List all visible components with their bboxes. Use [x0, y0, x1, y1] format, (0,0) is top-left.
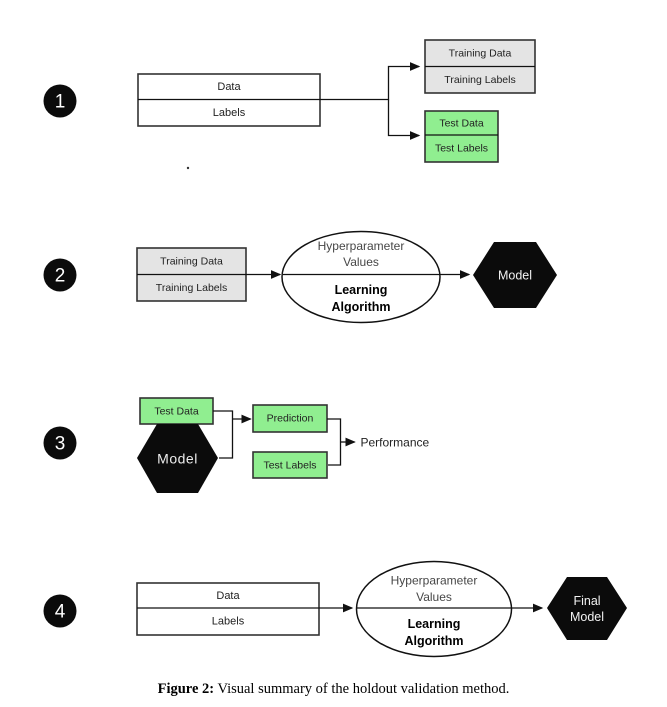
final-label: Final	[573, 594, 600, 608]
training-labels-label: Training Labels	[156, 282, 227, 294]
prediction-label: Prediction	[267, 413, 314, 425]
model-label: Model	[157, 451, 198, 467]
data-row-label: Data	[216, 590, 240, 602]
step-3-number: 3	[55, 434, 66, 455]
step-3: 3 Test Data Model Prediction Test Labels…	[43, 397, 430, 493]
labels-row-label: Labels	[213, 107, 246, 119]
split-arrow-training	[320, 62, 421, 101]
algorithm-label: Algorithm	[404, 634, 463, 648]
data-labels-box	[136, 582, 320, 636]
figure-caption-text: Visual summary of the holdout validation…	[214, 681, 510, 697]
step-4-number: 4	[55, 602, 66, 623]
model-hexagon	[137, 424, 218, 493]
test-set-box	[424, 110, 499, 163]
test-labels-label: Test Labels	[435, 143, 488, 155]
step-2-badge	[43, 258, 77, 292]
learning-algorithm-ellipse	[355, 560, 513, 658]
values-label: Values	[343, 255, 379, 269]
step-1-number: 1	[55, 92, 66, 113]
learning-label: Learning	[408, 617, 461, 631]
training-data-label: Training Data	[449, 48, 512, 60]
stray-dot	[186, 166, 190, 170]
step-4: 4 Data Labels Hyperparameter Values Lear…	[43, 560, 627, 658]
step-1-badge	[43, 84, 77, 118]
split-arrow-test	[387, 99, 421, 140]
hyperparameter-label: Hyperparameter	[391, 574, 478, 588]
test-labels-label: Test Labels	[263, 460, 316, 472]
step-4-badge	[43, 594, 77, 628]
performance-bracket	[327, 418, 342, 466]
values-label: Values	[416, 590, 452, 604]
step-3-badge	[43, 426, 77, 460]
final-model-hexagon	[547, 577, 627, 640]
model-label: Model	[498, 269, 532, 283]
algorithm-label: Algorithm	[331, 300, 390, 314]
step-2-number: 2	[55, 266, 66, 287]
learning-algorithm-ellipse	[281, 230, 441, 324]
performance-label: Performance	[361, 436, 430, 450]
prediction-box	[252, 404, 328, 433]
model-hexagon	[473, 242, 557, 308]
final-model-label: Model	[570, 610, 604, 624]
step-1: 1 Data Labels Training Data Training Lab…	[43, 39, 536, 170]
training-data-label: Training Data	[160, 256, 223, 268]
model-input-bracket	[213, 410, 234, 459]
holdout-diagram: 1 Data Labels Training Data Training Lab…	[43, 39, 627, 658]
test-labels-box	[252, 451, 328, 479]
learning-label: Learning	[335, 283, 388, 297]
figure-caption-label: Figure 2:	[157, 681, 215, 697]
training-labels-label: Training Labels	[444, 74, 515, 86]
test-data-label: Test Data	[439, 118, 484, 130]
test-data-label: Test Data	[154, 406, 199, 418]
step-2: 2 Training Data Training Labels Hyperpar…	[43, 230, 557, 324]
labels-row-label: Labels	[212, 616, 245, 628]
data-row-label: Data	[217, 81, 241, 93]
hyperparameter-label: Hyperparameter	[318, 239, 405, 253]
figure-caption: Figure 2: Visual summary of the holdout …	[0, 681, 667, 698]
